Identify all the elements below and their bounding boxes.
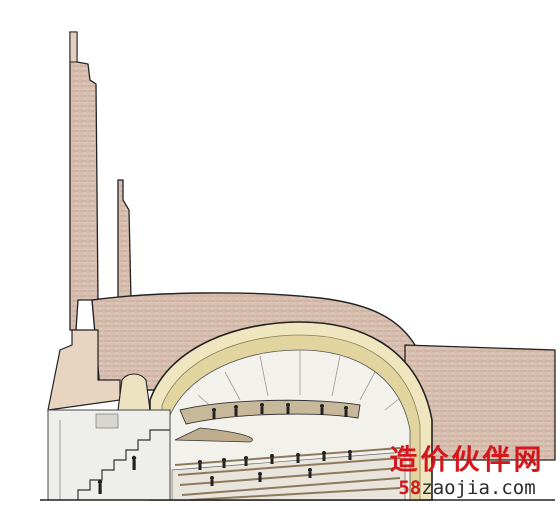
watermark-url-domain: zaojia.com xyxy=(421,477,536,499)
watermark: 造价伙伴网 58zaojia.com xyxy=(378,444,556,500)
watermark-url: 58zaojia.com xyxy=(378,476,556,500)
tall-chimney xyxy=(69,31,99,331)
short-chimney xyxy=(117,179,132,301)
balcony-tier xyxy=(174,399,361,443)
stall-seating xyxy=(171,447,406,501)
foyer-stairs xyxy=(47,409,171,501)
people-silhouettes xyxy=(97,403,352,494)
watermark-chinese-text: 造价伙伴网 xyxy=(389,443,545,476)
watermark-url-number: 58 xyxy=(398,477,422,499)
